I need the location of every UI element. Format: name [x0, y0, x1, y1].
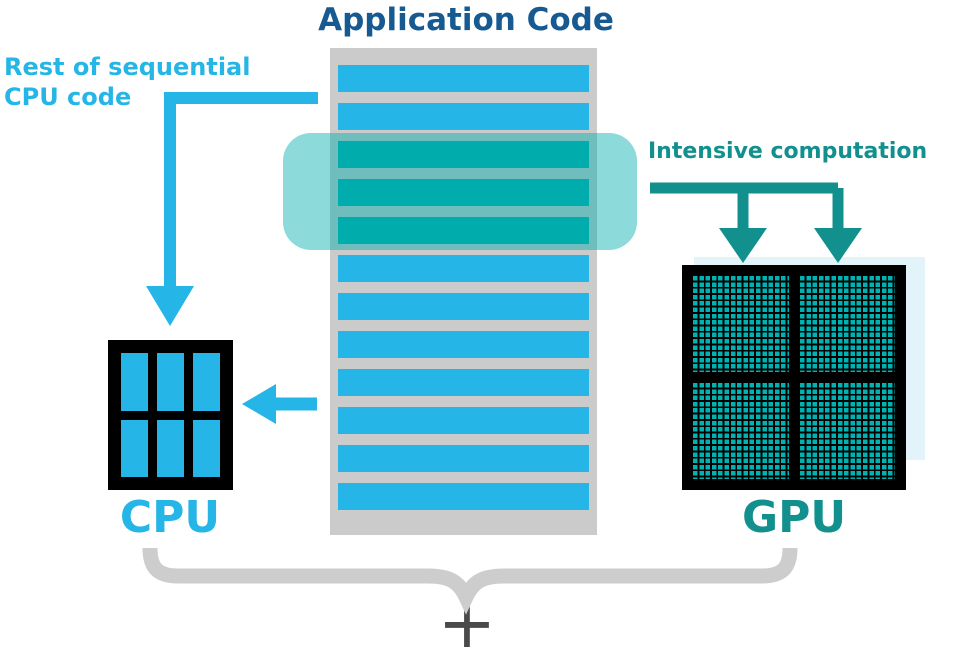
- cpu-icon: [108, 340, 233, 490]
- code-line-gpu: [338, 217, 589, 244]
- cpu-core-cell: [193, 353, 220, 411]
- cpu-core-cell: [157, 419, 184, 477]
- application-code-column: [330, 48, 597, 535]
- code-line-cpu: [338, 407, 589, 434]
- gpu-core-grid-quadrant: [799, 383, 895, 479]
- gpu-core-grid-quadrant: [693, 383, 789, 479]
- page-title: Application Code: [318, 2, 614, 38]
- gpu-note: Intensive computation: [648, 139, 928, 164]
- cpu-core-cell: [157, 353, 184, 411]
- gpu-label: GPU: [741, 492, 847, 543]
- code-line-cpu: [338, 293, 589, 320]
- code-line-gpu: [338, 141, 589, 168]
- code-line-cpu: [338, 369, 589, 396]
- gpu-core-grid-quadrant: [799, 276, 895, 372]
- code-line-cpu: [338, 103, 589, 130]
- gpu-fork-arrow: [650, 182, 862, 263]
- gpu-core-grid-quadrant: [693, 276, 789, 372]
- code-line-cpu: [338, 445, 589, 472]
- plus-sign: +: [437, 582, 497, 658]
- cpu-core-cell: [193, 419, 220, 477]
- cpu-label: CPU: [119, 492, 221, 543]
- gpu-icon: [682, 265, 906, 490]
- code-line-cpu: [338, 331, 589, 358]
- column-to-cpu-arrow: [242, 384, 317, 424]
- code-line-gpu: [338, 179, 589, 206]
- code-line-cpu: [338, 255, 589, 282]
- cpu-note: Rest of sequential CPU code: [4, 52, 250, 112]
- cpu-note-line1: Rest of sequential: [4, 53, 251, 81]
- cpu-core-cell: [121, 419, 148, 477]
- cpu-note-line2: CPU code: [4, 83, 132, 111]
- intensive-computation-highlight: [283, 133, 637, 250]
- code-line-cpu: [338, 483, 589, 510]
- cpu-core-cell: [121, 353, 148, 411]
- code-line-cpu: [338, 65, 589, 92]
